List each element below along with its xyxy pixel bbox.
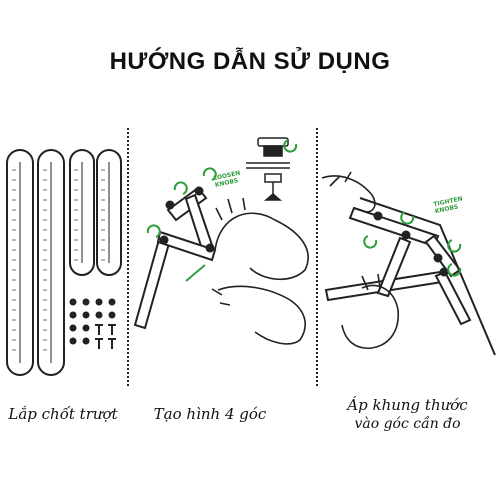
divider-right — [316, 128, 318, 386]
step1-ruler-arms — [6, 149, 122, 376]
step3-caption-line2: vào góc cần đo — [354, 416, 461, 432]
step1-screws — [95, 324, 116, 349]
step1-caption: Lắp chốt trượt — [8, 405, 118, 423]
page-title: HƯỚNG DẪN SỬ DỤNG — [109, 48, 391, 75]
step2-knob-detail — [246, 137, 298, 201]
step2-rotate-arrows — [146, 167, 217, 282]
step3-knobs — [373, 211, 449, 277]
step2-knobs — [159, 186, 215, 253]
step1-knobs — [69, 298, 116, 345]
step3-hands — [321, 171, 399, 350]
step2-caption: Tạo hình 4 góc — [153, 405, 267, 423]
step3-ruler-frame — [324, 206, 472, 326]
step3-rotate-arrows — [363, 211, 462, 277]
step1-ruler-ticks — [12, 169, 105, 351]
step3-wall — [359, 197, 496, 356]
step3-caption-line1: Áp khung thước — [347, 396, 468, 414]
step2-hands — [211, 197, 309, 345]
step2-ruler-frame — [133, 186, 217, 330]
divider-left — [127, 128, 129, 386]
